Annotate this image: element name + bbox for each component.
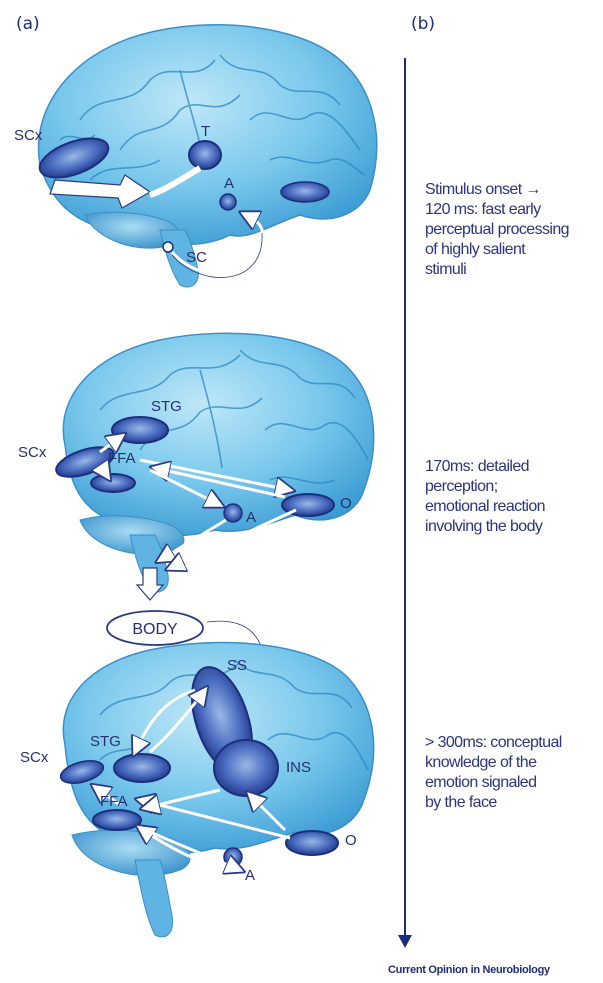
timeline-stage-1-line: perceptual processing [425,220,603,240]
brain-2: STG SCx FFA A O [18,333,374,600]
brain-1-sc-node [163,242,173,252]
timeline-stage-1-line: of highly salient [425,240,603,260]
brain-1-t-label: T [201,123,210,140]
timeline-stage-2: 170ms: detailed perception; emotional re… [425,457,603,537]
timeline-stage-2-line: involving the body [425,517,603,537]
brain-2-scx-label: SCx [18,444,47,461]
brain-1-a-label: A [224,175,234,192]
journal-credit: Current Opinion in Neurobiology [388,964,550,976]
brain-3-o-region [286,831,338,855]
timeline-stage-3-line: by the face [425,793,603,813]
timeline-stage-1-line: 120 ms: fast early [425,200,603,220]
brain-3: SS STG SCx INS FFA O A [20,643,374,937]
brain-3-ss-label: SS [227,657,247,674]
timeline-stage-3: > 300ms: conceptual knowledge of the emo… [425,733,603,813]
brain-3-ffa-region [93,810,141,830]
brain-3-ins-label: INS [286,759,311,776]
brain-1-occipital-region [281,182,329,202]
brain-3-stg-region [114,754,170,782]
brain-2-a-label: A [246,509,256,526]
timeline-stage-1-line: Stimulus onset → [425,180,603,200]
brain-2-a-region [224,504,242,522]
brain-1: SCx T A SC [14,25,377,287]
timeline-stage-2-line: emotional reaction [425,497,603,517]
timeline-stage-3-line: emotion signaled [425,773,603,793]
brain-3-o-label: O [345,832,357,849]
brain-1-t-region [189,141,221,169]
timeline-stage-2-line: 170ms: detailed [425,457,603,477]
timeline-stage-3-line: knowledge of the [425,753,603,773]
brain-3-a-label: A [245,867,255,884]
brain-1-sc-label: SC [186,249,207,266]
brain-3-ins-region [214,740,278,796]
brain-3-stg-label: STG [90,733,121,750]
timeline-stage-1-line: stimuli [425,260,603,280]
timeline-stage-1: Stimulus onset → 120 ms: fast early perc… [425,180,603,280]
timeline-stage-3-line: > 300ms: conceptual [425,733,603,753]
brain-2-ffa-region [91,474,135,492]
brain-3-ffa-label: FFA [100,793,128,810]
brain-2-ffa-label: FFA [108,450,136,467]
brain-1-scx-label: SCx [14,127,43,144]
timeline-axis [398,58,412,948]
brain-2-stg-label: STG [151,398,182,415]
timeline-stage-2-line: perception; [425,477,603,497]
brain-3-scx-label: SCx [20,749,49,766]
brain-2-stg-region [112,417,168,443]
body-label: BODY [132,621,178,638]
brain-2-o-label: O [340,495,352,512]
brain-1-a-region [220,194,236,210]
